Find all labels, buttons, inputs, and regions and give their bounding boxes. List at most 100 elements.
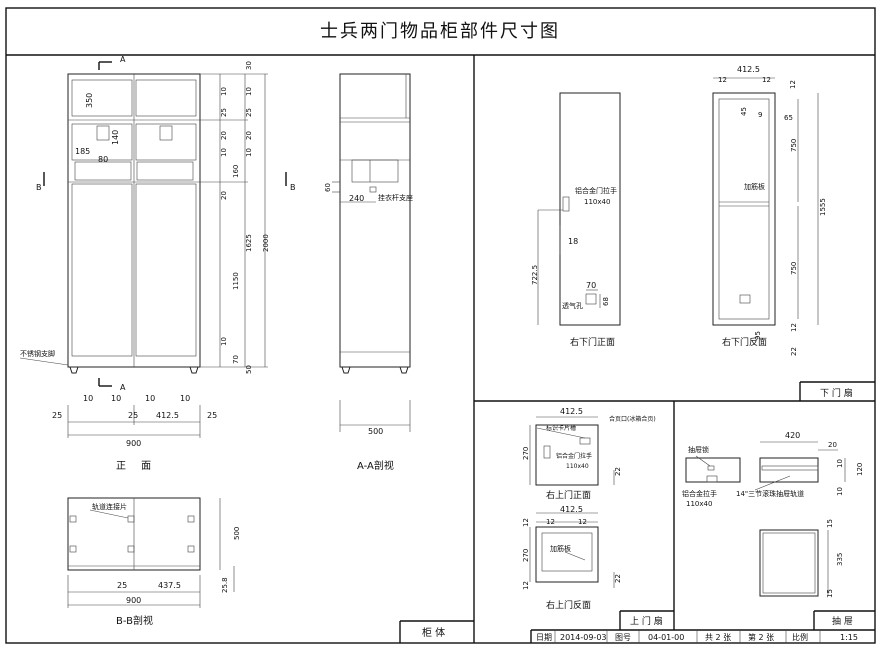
svg-text:420: 420 — [785, 431, 800, 440]
svg-text:722.5: 722.5 — [531, 265, 539, 285]
svg-text:160: 160 — [232, 165, 240, 178]
drawer-table-label: 抽 屉 — [832, 615, 853, 627]
upper-handle-label: 铝合金门拉手 — [556, 452, 592, 460]
svg-text:65: 65 — [784, 114, 793, 122]
svg-text:04-01-00: 04-01-00 — [648, 633, 684, 642]
svg-text:45: 45 — [740, 107, 748, 116]
svg-text:10: 10 — [220, 337, 228, 346]
leg-label: 不锈钢支脚 — [20, 349, 55, 358]
drawer-rail — [754, 441, 846, 491]
svg-text:25: 25 — [207, 411, 217, 420]
svg-text:10: 10 — [145, 394, 155, 403]
title-block — [530, 629, 875, 643]
drawer-front — [685, 455, 741, 483]
svg-text:1555: 1555 — [819, 198, 827, 216]
upper-stiffener-label: 加筋板 — [550, 544, 571, 553]
svg-text:335: 335 — [836, 553, 844, 566]
svg-text:270: 270 — [522, 447, 530, 460]
svg-text:412.5: 412.5 — [560, 407, 583, 416]
svg-text:22: 22 — [614, 467, 622, 476]
svg-text:20: 20 — [220, 191, 228, 200]
svg-text:20: 20 — [245, 131, 253, 140]
svg-text:350: 350 — [85, 93, 94, 108]
rail-connector-label: 轨道连接片 — [92, 502, 127, 511]
svg-text:18: 18 — [568, 237, 578, 246]
svg-text:B: B — [290, 183, 296, 192]
svg-text:12: 12 — [789, 80, 797, 89]
svg-text:B: B — [36, 183, 42, 192]
drawer-rail-label: 14"三节滚珠抽屉轨道 — [736, 489, 804, 498]
svg-text:12: 12 — [718, 76, 727, 84]
lower-stiffener-label: 加筋板 — [744, 182, 765, 191]
svg-text:1625: 1625 — [245, 234, 253, 252]
svg-text:12: 12 — [522, 518, 530, 527]
svg-text:A: A — [120, 55, 126, 64]
bb-caption: B-B剖视 — [116, 614, 153, 627]
svg-text:12: 12 — [762, 76, 771, 84]
svg-text:25: 25 — [128, 411, 138, 420]
svg-text:110x40: 110x40 — [584, 198, 610, 206]
svg-text:10: 10 — [836, 459, 844, 468]
svg-text:10: 10 — [245, 87, 253, 96]
svg-text:110x40: 110x40 — [686, 500, 712, 508]
svg-text:750: 750 — [790, 139, 798, 152]
vent-label: 透气孔 — [562, 301, 583, 310]
drawer-handle-label: 铝合金拉手 — [682, 489, 717, 498]
svg-text:412.5: 412.5 — [560, 505, 583, 514]
svg-text:70: 70 — [232, 355, 240, 364]
svg-text:10: 10 — [180, 394, 190, 403]
card-slot-label: 标识卡片槽 — [546, 424, 576, 432]
svg-text:412.5: 412.5 — [156, 411, 179, 420]
svg-text:140: 140 — [111, 130, 120, 145]
svg-text:2000: 2000 — [262, 234, 270, 252]
svg-text:图号: 图号 — [615, 633, 631, 642]
cabinet-table-label: 柜 体 — [422, 626, 445, 639]
svg-text:10: 10 — [83, 394, 93, 403]
upper-door-front — [529, 416, 615, 486]
svg-text:95: 95 — [754, 331, 762, 340]
lower-table-label: 下 门 扇 — [820, 387, 853, 399]
hinge-label: 合页口(冰箱合页) — [609, 415, 656, 423]
svg-text:80: 80 — [98, 155, 108, 164]
svg-text:270: 270 — [522, 549, 530, 562]
lower-door-back — [712, 77, 819, 326]
svg-text:70: 70 — [586, 281, 596, 290]
svg-text:10: 10 — [220, 148, 228, 157]
svg-text:25.8: 25.8 — [221, 577, 229, 593]
svg-text:22: 22 — [614, 574, 622, 583]
svg-text:25: 25 — [245, 108, 253, 117]
svg-text:15: 15 — [826, 589, 834, 598]
svg-text:50: 50 — [245, 365, 253, 374]
svg-text:1:15: 1:15 — [840, 633, 858, 642]
svg-text:25: 25 — [117, 581, 127, 590]
svg-text:共 2 张: 共 2 张 — [705, 633, 731, 642]
front-caption: 正 面 — [116, 461, 157, 472]
svg-text:日期: 日期 — [536, 633, 552, 642]
svg-text:240: 240 — [349, 194, 364, 203]
svg-text:900: 900 — [126, 596, 141, 605]
upper-back-caption: 右上门反面 — [546, 599, 591, 611]
cabinet-front-view — [19, 61, 287, 438]
svg-text:500: 500 — [233, 527, 241, 540]
svg-text:500: 500 — [368, 427, 383, 436]
svg-text:第 2 张: 第 2 张 — [748, 632, 774, 642]
svg-text:12: 12 — [790, 323, 798, 332]
drawing-title: 士兵两门物品柜部件尺寸图 — [320, 21, 560, 42]
cabinet-section-aa — [332, 73, 411, 432]
svg-text:68: 68 — [602, 297, 610, 306]
sheet-frame — [5, 7, 876, 644]
svg-text:60: 60 — [324, 183, 332, 192]
svg-text:10: 10 — [245, 148, 253, 157]
svg-text:25: 25 — [220, 108, 228, 117]
svg-text:20: 20 — [220, 131, 228, 140]
cabinet-section-bb — [67, 497, 235, 608]
svg-text:30: 30 — [245, 61, 253, 70]
svg-text:10: 10 — [111, 394, 121, 403]
svg-text:110x40: 110x40 — [566, 463, 589, 470]
svg-text:900: 900 — [126, 439, 141, 448]
rod-label: 挂衣杆支座 — [378, 193, 413, 202]
svg-text:12: 12 — [578, 518, 587, 526]
drawer-box — [759, 529, 829, 597]
lower-front-caption: 右下门正面 — [570, 336, 615, 348]
